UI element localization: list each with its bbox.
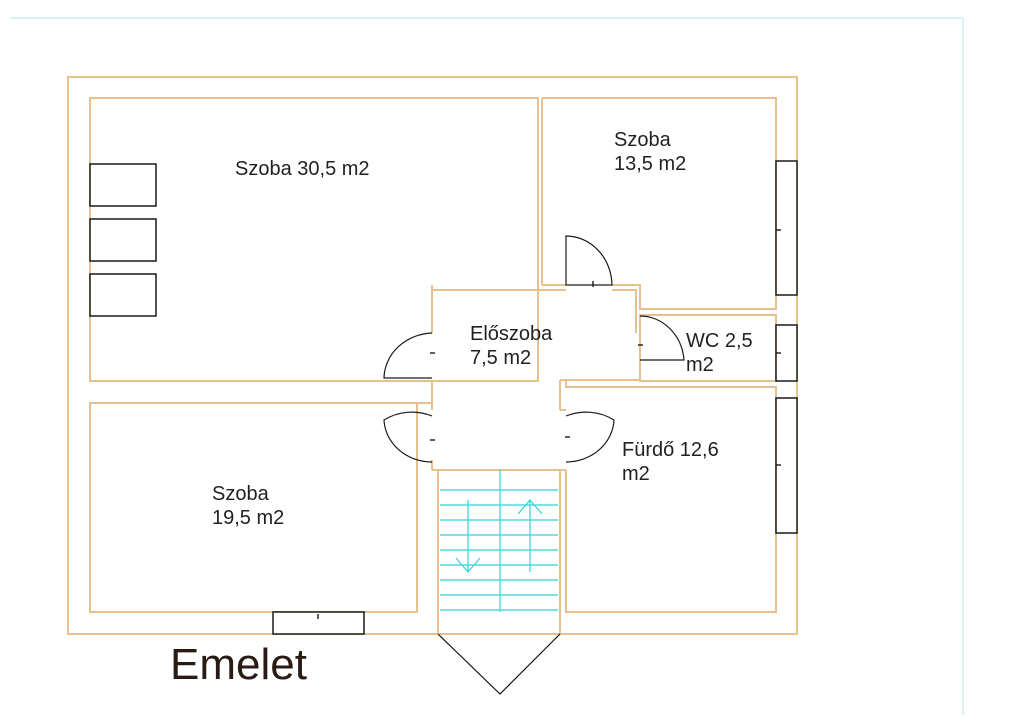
- door-bedroom-sw: [383, 411, 433, 463]
- bathroom-wall: [565, 381, 777, 613]
- door-bathroom: [565, 411, 615, 463]
- window-north-3: [89, 273, 157, 317]
- room-label-hall: Előszoba 7,5 m2: [470, 323, 553, 369]
- page-frame: [10, 17, 964, 715]
- room-label-bathroom: Fürdő 12,6 m2: [622, 439, 719, 485]
- door-bedroom-ne: [565, 235, 613, 286]
- room-label-bedroom-sw: Szoba 19,5 m2: [212, 483, 285, 529]
- bedroom-sw-wall: [89, 402, 418, 613]
- windows: [89, 160, 798, 635]
- window-north-1: [89, 163, 157, 207]
- room-label-living: Szoba 30,5 m2: [235, 158, 370, 180]
- doors: [383, 235, 685, 463]
- door-living: [383, 332, 433, 379]
- walls: [67, 76, 798, 635]
- floor-title: Emelet: [170, 640, 307, 689]
- entrance-arrow: [437, 633, 561, 695]
- window-north-2: [89, 218, 157, 262]
- window-east-1: [775, 160, 798, 296]
- stairs: [440, 470, 558, 612]
- room-label-wc: WC 2,5 m2: [686, 330, 753, 376]
- room-label-bedroom-ne: Szoba 13,5 m2: [614, 129, 687, 175]
- window-south: [272, 611, 365, 635]
- bedroom-ne-wall: [542, 97, 777, 310]
- door-wc: [639, 315, 685, 361]
